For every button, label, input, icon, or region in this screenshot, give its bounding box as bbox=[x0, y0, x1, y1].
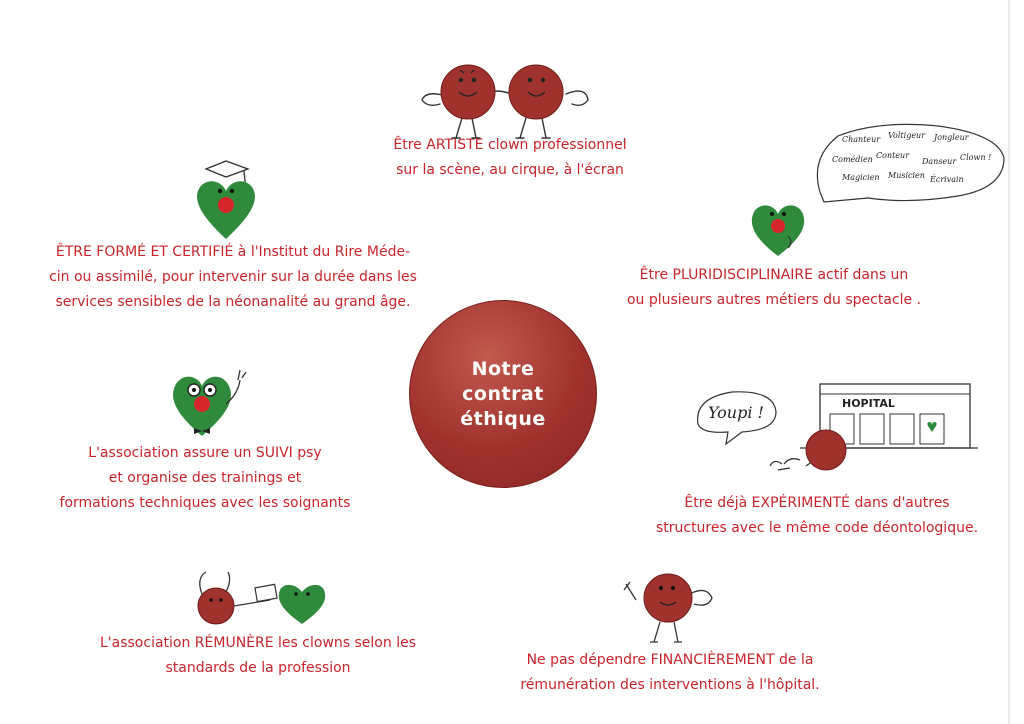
suivi-text: L'association assure un SUIVI psy et org… bbox=[59, 445, 351, 511]
forme-text: ÊTRE FORMÉ ET CERTIFIÉ à l'Institut du R… bbox=[49, 244, 417, 310]
page-edge bbox=[1008, 0, 1010, 724]
pluri-text: Être PLURIDISCIPLINAIRE actif dans un ou… bbox=[626, 267, 922, 308]
bubble-word: Voltigeur bbox=[888, 131, 926, 140]
bubble-word: Écrivain bbox=[929, 175, 964, 184]
artiste-text: Être ARTISTE clown professionnel sur la … bbox=[393, 137, 627, 178]
graduate-heart-illustration bbox=[197, 160, 255, 239]
center-title-line-3: éthique bbox=[460, 407, 546, 430]
bubble-word: Musicien bbox=[887, 171, 925, 180]
bubble-word: Comédien bbox=[832, 155, 873, 164]
two-clowns-illustration bbox=[421, 64, 589, 139]
remunere-text: L'association RÉMUNÈRE les clowns selon … bbox=[99, 635, 416, 676]
bubble-word: Danseur bbox=[921, 157, 957, 166]
bubble-word: Magicien bbox=[841, 173, 880, 182]
youpi-text: Youpi ! bbox=[708, 403, 764, 422]
artist-heart-illustration bbox=[751, 205, 805, 256]
bubble-word: Conteur bbox=[876, 151, 910, 160]
financier-text: Ne pas dépendre FINANCIÈREMENT de la rém… bbox=[520, 652, 820, 693]
youpi-doodle: Youpi ! bbox=[697, 391, 777, 446]
center-title-line-2: contrat bbox=[462, 382, 544, 405]
psy-heart-illustration bbox=[173, 369, 247, 436]
center-title-line-1: Notre bbox=[471, 357, 535, 380]
hospital-illustration: HOPITAL bbox=[769, 383, 978, 471]
thinking-clown-illustration bbox=[623, 573, 713, 643]
center-circle: Notre contrat éthique bbox=[409, 300, 597, 488]
hospital-sign: HOPITAL bbox=[842, 397, 895, 410]
payment-illustration bbox=[197, 571, 326, 625]
bubble-word: Jongleur bbox=[932, 133, 970, 142]
bubble-word: Clown ! bbox=[960, 153, 991, 162]
speech-bubble: Chanteur Voltigeur Jongleur Comédien Con… bbox=[816, 123, 1005, 203]
experimente-text: Être déjà EXPÉRIMENTÉ dans d'autres stru… bbox=[655, 495, 979, 536]
bubble-word: Chanteur bbox=[842, 135, 881, 144]
